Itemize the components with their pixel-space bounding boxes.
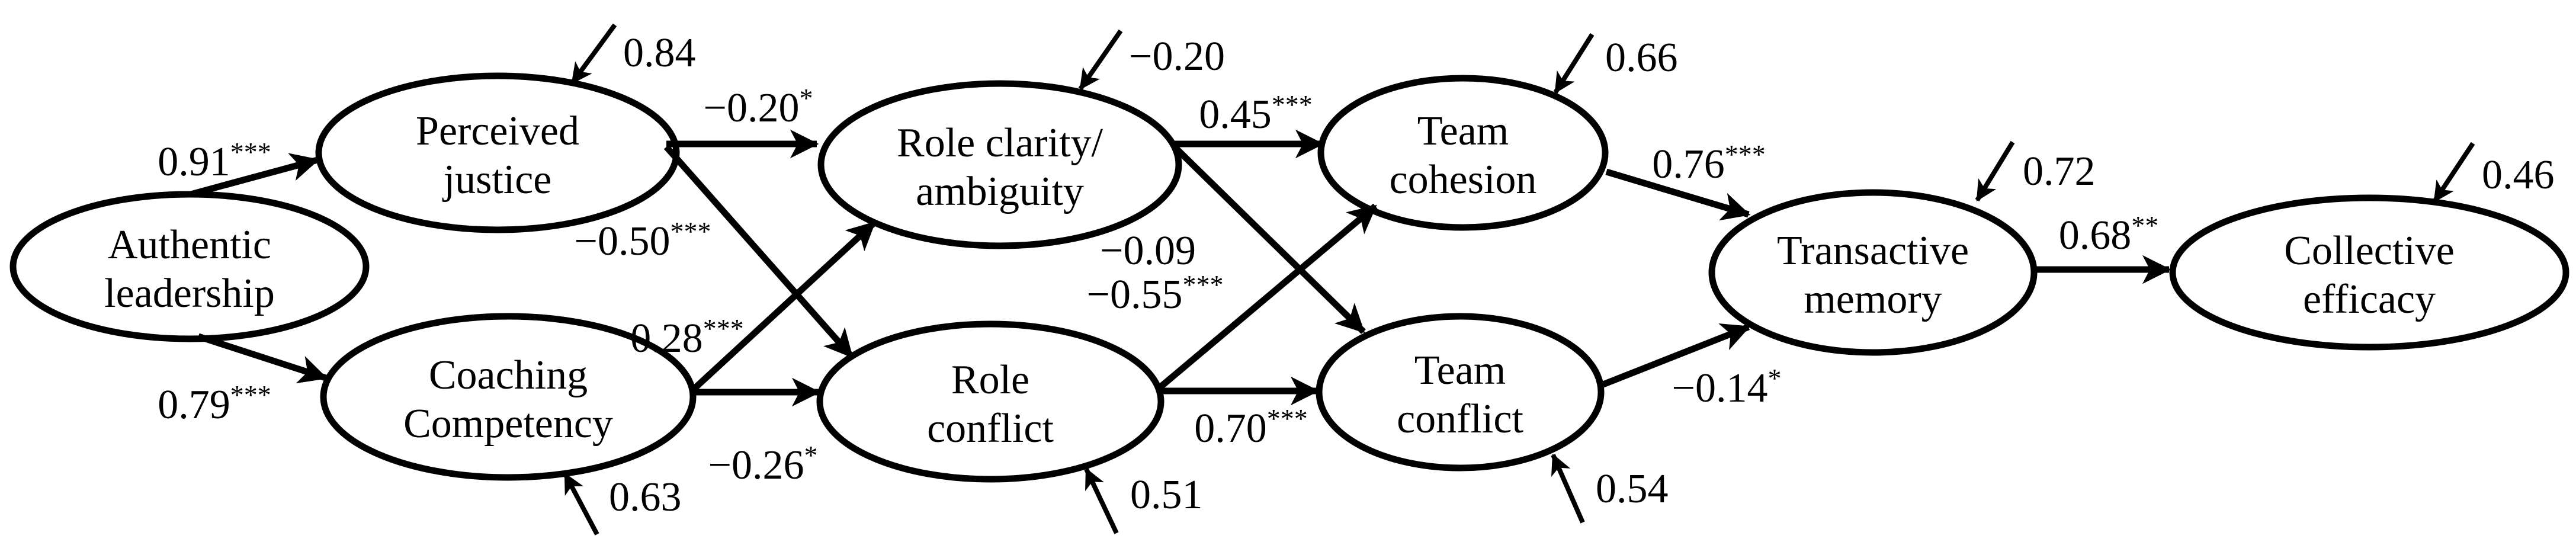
node-perceived-justice: Perceived justice: [315, 72, 680, 233]
node-authentic-leadership: Authentic leadership: [9, 191, 370, 342]
node-transactive-memory: Transactive memory: [1708, 189, 2038, 356]
path-label-perceived-justice-to-role-clarity-ambiguity: −0.20*: [704, 83, 813, 131]
path-label-authentic-leadership-to-perceived-justice: 0.91***: [158, 137, 271, 185]
collective-efficacy-label-line1: Collective: [2284, 228, 2455, 274]
path-label-role-clarity-ambiguity-to-team-cohesion: 0.45***: [1199, 89, 1313, 137]
path-label-role-clarity-ambiguity-to-team-conflict: −0.09: [1100, 228, 1196, 274]
residual-label-role-conflict: 0.51: [1130, 472, 1203, 518]
residual-arrow-transactive-memory: [1975, 140, 2015, 202]
path-arrow-role-clarity-ambiguity-to-team-conflict: [1172, 144, 1366, 334]
team-conflict-label-line1: Team: [1414, 348, 1506, 393]
residual-arrow-perceived-justice: [570, 23, 617, 85]
path-label-authentic-leadership-to-coaching-competency: 0.79***: [158, 380, 271, 428]
collective-efficacy-label-line2: efficacy: [2303, 277, 2436, 322]
path-label-team-conflict-to-transactive-memory: −0.14*: [1672, 363, 1782, 411]
transactive-memory-label-line2: memory: [1804, 277, 1942, 322]
residual-arrow-role-clarity-ambiguity: [1078, 29, 1123, 91]
authentic-leadership-ellipse: [9, 191, 370, 342]
path-label-coaching-competency-to-role-conflict: −0.26*: [708, 440, 818, 488]
node-coaching-competency: Coaching Competency: [320, 313, 697, 481]
transactive-memory-ellipse: [1708, 189, 2038, 356]
path-arrow-team-conflict-to-transactive-memory: [1600, 323, 1751, 389]
residual-label-team-cohesion: 0.66: [1605, 35, 1678, 81]
perceived-justice-label-line1: Perceived: [416, 108, 579, 154]
collective-efficacy-ellipse: [2169, 194, 2569, 351]
path-arrow-authentic-leadership-to-perceived-justice: [190, 153, 320, 198]
role-conflict-label-line1: Role: [951, 357, 1029, 403]
residual-arrow-team-cohesion: [1553, 33, 1595, 94]
path-label-role-conflict-to-team-conflict: 0.70***: [1194, 403, 1308, 451]
residual-arrow-team-conflict: [1551, 453, 1585, 524]
path-arrow-team-cohesion-to-transactive-memory: [1605, 168, 1751, 221]
authentic-leadership-label-line1: Authentic: [108, 222, 271, 268]
role-clarity-ambiguity-label-line2: ambiguity: [916, 169, 1084, 214]
team-conflict-label-line2: conflict: [1397, 396, 1523, 442]
node-team-conflict: Team conflict: [1316, 313, 1605, 472]
role-clarity-ambiguity-ellipse: [817, 80, 1182, 249]
residual-arrow-collective-efficacy: [2432, 142, 2475, 203]
perceived-justice-ellipse: [315, 72, 680, 233]
authentic-leadership-label-line2: leadership: [104, 271, 275, 316]
path-arrow-role-conflict-to-team-cohesion: [1157, 203, 1378, 391]
node-role-conflict: Role conflict: [816, 320, 1165, 483]
path-arrow-perceived-justice-to-role-conflict: [663, 145, 855, 359]
perceived-justice-label-line2: justice: [442, 157, 552, 203]
role-conflict-label-line2: conflict: [927, 406, 1054, 451]
residual-arrow-role-conflict: [1084, 467, 1119, 534]
residual-label-collective-efficacy: 0.46: [2482, 152, 2555, 198]
coaching-competency-label-line1: Coaching: [429, 352, 588, 398]
residual-label-perceived-justice: 0.84: [623, 30, 696, 76]
coaching-competency-ellipse: [320, 313, 697, 481]
node-team-cohesion: Team cohesion: [1317, 75, 1609, 231]
residual-arrow-coaching-competency: [563, 472, 599, 535]
coaching-competency-label-line2: Competency: [403, 401, 613, 447]
path-label-team-cohesion-to-transactive-memory: 0.76***: [1652, 139, 1766, 187]
residual-label-coaching-competency: 0.63: [609, 474, 682, 520]
path-label-role-conflict-to-team-cohesion: −0.55***: [1087, 270, 1224, 317]
residual-label-transactive-memory: 0.72: [2023, 149, 2096, 194]
path-label-coaching-competency-to-role-clarity-ambiguity: 0.28***: [630, 313, 744, 361]
path-arrow-coaching-competency-to-role-clarity-ambiguity: [691, 220, 877, 393]
node-collective-efficacy: Collective efficacy: [2169, 194, 2569, 351]
node-role-clarity-ambiguity: Role clarity/ ambiguity: [817, 80, 1182, 249]
team-cohesion-label-line1: Team: [1417, 108, 1509, 154]
path-arrow-authentic-leadership-to-coaching-competency: [197, 333, 328, 384]
path-label-transactive-memory-to-collective-efficacy: 0.68**: [2059, 210, 2159, 258]
team-cohesion-label-line2: cohesion: [1390, 157, 1537, 203]
path-label-perceived-justice-to-role-conflict: −0.50***: [575, 216, 711, 264]
role-clarity-ambiguity-label-line1: Role clarity/: [897, 120, 1103, 166]
transactive-memory-label-line1: Transactive: [1777, 228, 1969, 274]
residual-label-team-conflict: 0.54: [1596, 466, 1669, 512]
residual-label-role-clarity-ambiguity: −0.20: [1129, 34, 1225, 79]
